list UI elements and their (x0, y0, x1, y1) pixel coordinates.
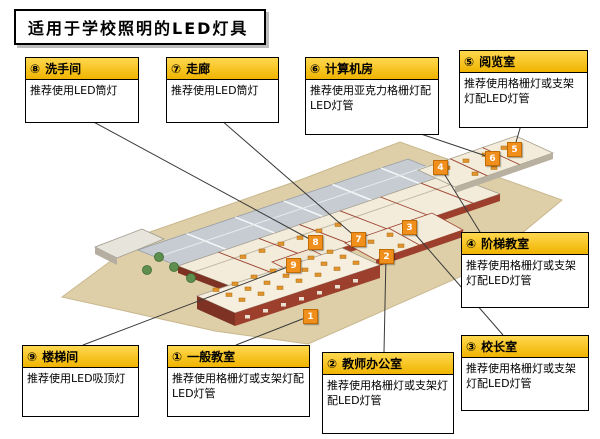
callout-label: 楼梯间 (42, 350, 79, 364)
callout-header: ⑧ 洗手间 (26, 58, 138, 80)
callout-header: ② 教师办公室 (323, 353, 453, 375)
callout-number: ⑧ (30, 62, 41, 76)
left-annex (94, 228, 165, 265)
page-title: 适用于学校照明的LED灯具 (14, 9, 267, 45)
marker-5: 5 (507, 142, 522, 157)
callout-principal-office: ③ 校长室 推荐使用格栅灯或支架灯配LED灯管 (461, 335, 589, 411)
callout-recommendation: 推荐使用格栅灯或支架灯配LED灯管 (172, 372, 304, 400)
callout-number: ④ (466, 237, 477, 251)
front-wing (196, 247, 381, 326)
callout-label: 阅览室 (479, 55, 516, 69)
callout-number: ② (327, 357, 338, 371)
callout-header: ③ 校长室 (462, 336, 588, 358)
callout-label: 走廊 (186, 62, 211, 76)
marker-3: 3 (402, 220, 417, 235)
callout-recommendation: 推荐使用LED吸顶灯 (27, 372, 126, 385)
callout-header: ⑦ 走廊 (167, 58, 278, 80)
callout-recommendation: 推荐使用格栅灯或支架灯配LED灯管 (464, 77, 574, 105)
callout-header: ④ 阶梯教室 (462, 233, 588, 255)
connector-lines (82, 119, 522, 353)
callout-label: 教师办公室 (342, 357, 403, 371)
callout-washroom: ⑧ 洗手间 推荐使用LED筒灯 (25, 57, 139, 123)
marker-2: 2 (379, 249, 394, 264)
callout-recommendation: 推荐使用LED筒灯 (171, 84, 259, 97)
callout-number: ① (172, 350, 183, 364)
callout-header: ⑨ 楼梯间 (23, 346, 138, 368)
callout-reading-room: ⑤ 阅览室 推荐使用格栅灯或支架灯配LED灯管 (459, 50, 588, 128)
callout-number: ③ (466, 340, 477, 354)
callout-label: 一般教室 (187, 350, 236, 364)
marker-6: 6 (485, 151, 500, 166)
marker-7: 7 (351, 232, 366, 247)
callout-recommendation: 推荐使用格栅灯或支架灯配LED灯管 (466, 362, 576, 390)
callout-number: ⑤ (464, 55, 475, 69)
callout-computer-room: ⑥ 计算机房 推荐使用亚克力格栅灯配LED灯管 (305, 57, 439, 135)
marker-8: 8 (308, 235, 323, 250)
callout-label: 洗手间 (45, 62, 82, 76)
callout-recommendation: 推荐使用格栅灯或支架灯配LED灯管 (466, 259, 576, 287)
callout-header: ① 一般教室 (168, 346, 309, 368)
marker-4: 4 (433, 160, 448, 175)
callout-recommendation: 推荐使用亚克力格栅灯配LED灯管 (310, 84, 431, 112)
callout-header: ⑥ 计算机房 (306, 58, 438, 80)
callout-number: ⑨ (27, 350, 38, 364)
marker-1: 1 (303, 309, 318, 324)
callout-lecture-hall: ④ 阶梯教室 推荐使用格栅灯或支架灯配LED灯管 (461, 232, 589, 308)
callout-classroom: ① 一般教室 推荐使用格栅灯或支架灯配LED灯管 (167, 345, 310, 417)
callout-recommendation: 推荐使用格栅灯或支架灯配LED灯管 (327, 379, 448, 407)
callout-corridor: ⑦ 走廊 推荐使用LED筒灯 (166, 57, 279, 123)
windows (245, 279, 358, 319)
callout-header: ⑤ 阅览室 (460, 51, 587, 73)
callout-recommendation: 推荐使用LED筒灯 (30, 84, 118, 97)
callout-number: ⑥ (310, 62, 321, 76)
callout-label: 阶梯教室 (481, 237, 530, 251)
callout-stairwell: ⑨ 楼梯间 推荐使用LED吸顶灯 (22, 345, 139, 417)
callout-label: 校长室 (481, 340, 518, 354)
callout-number: ⑦ (171, 62, 182, 76)
marker-9: 9 (286, 258, 301, 273)
callout-label: 计算机房 (325, 62, 374, 76)
callout-teachers-office: ② 教师办公室 推荐使用格栅灯或支架灯配LED灯管 (322, 352, 454, 434)
